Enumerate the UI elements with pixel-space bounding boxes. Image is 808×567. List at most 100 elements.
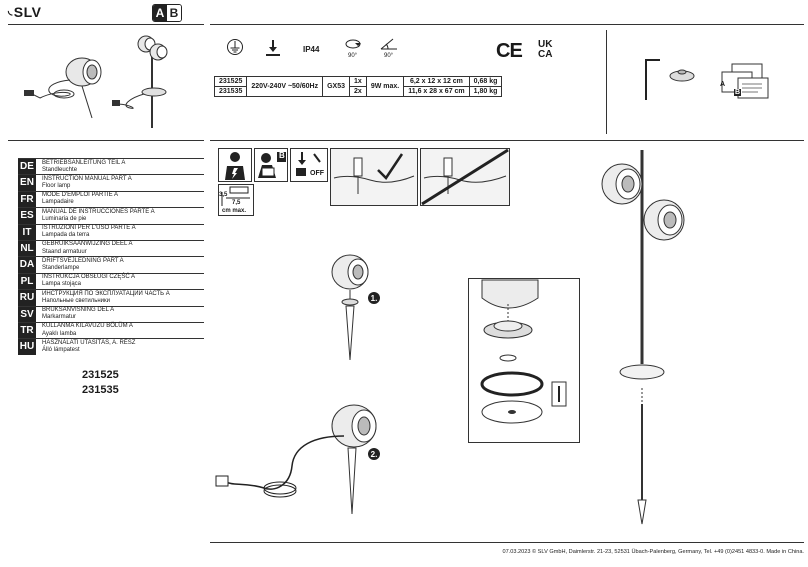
tilt-degree: 90° [384, 53, 394, 59]
depth-value: 3,5 [219, 192, 228, 198]
table-cell: GX53 [322, 76, 351, 97]
language-subtitle: Álló lámpatest [42, 347, 80, 353]
language-code: ES [18, 208, 36, 224]
depth-value-2: 7,5 [232, 200, 241, 206]
table-cell: 0,68 kg [468, 76, 503, 87]
language-code: SV [18, 306, 36, 322]
language-title: ИНСТРУКЦИЯ ПО ЭКСПЛУАТАЦИИ ЧАСТЬ A [42, 290, 170, 297]
language-title: BRUKSANVISNING DEL A [42, 307, 115, 314]
language-code: FR [18, 191, 36, 208]
table-cell: 1x [349, 76, 367, 87]
language-subtitle: Staand armatuur [42, 248, 87, 255]
rotation-icon [345, 39, 361, 49]
language-title: GEBRUIKSAANWIJZING DEEL A [42, 241, 133, 248]
power-off-icon [290, 148, 328, 182]
install-correct-illustration [330, 148, 418, 206]
table-cell: 11,6 x 28 x 67 cm [403, 86, 470, 97]
electrician-icon [218, 148, 252, 182]
step2-cable-illustration [215, 404, 377, 515]
language-title: ISTRUZIONI PER L'USO PARTE A [42, 225, 136, 232]
article-number: 231535 [82, 384, 119, 396]
depth-gauge-icon [218, 184, 254, 216]
badge-b: B [167, 5, 181, 21]
tilt-icon [380, 38, 397, 50]
depth-unit: cm max. [222, 208, 247, 214]
language-code: EN [18, 175, 36, 191]
language-title: MODE D'EMPLOI PARTIE A [42, 192, 118, 199]
language-subtitle: Standleuchte [42, 166, 78, 173]
table-cell: 231525 [213, 76, 248, 87]
docs-label-b: B [734, 89, 742, 96]
divider [210, 24, 804, 25]
language-subtitle: Standerlampe [42, 265, 80, 272]
language-subtitle: Lampa stojąca [42, 281, 82, 288]
exploded-view-illustration [468, 278, 580, 443]
read-manual-icon [254, 148, 288, 182]
table-cell: 220V-240V ~50/60Hz [246, 76, 324, 97]
ab-badge: A B [152, 4, 182, 22]
brand-logo: ◟SLV [8, 4, 42, 20]
rotation-degree: 90° [348, 53, 358, 59]
language-subtitle: Luminaria de pie [42, 215, 87, 222]
hook-icon [645, 59, 660, 100]
language-code: DE [18, 159, 36, 175]
documents-icon [721, 63, 769, 99]
divider [210, 542, 804, 543]
language-title: HASZNÁLATI UTASÍTÁS, A. RÉSZ [42, 339, 136, 346]
step1-number: 1. [368, 292, 380, 304]
table-row: 231525 220V-240V ~50/60Hz GX53 1x 9W max… [213, 76, 503, 97]
table-cell: 6,2 x 12 x 12 cm [403, 76, 470, 87]
language-title: BETRIEBSANLEITUNG TEIL A [42, 159, 126, 166]
divider [8, 24, 204, 25]
article-numbers: 231525 231535 [82, 368, 119, 398]
table-row: 231535 2x 11,6 x 28 x 67 cm 1,80 kg [213, 86, 503, 97]
language-code: DA [18, 257, 36, 273]
step2-number: 2. [368, 448, 380, 460]
earth-ground-icon [227, 39, 243, 55]
ukca-mark: UK CA [538, 39, 553, 60]
footer-text: 07.03.2023 © SLV GmbH, Daimlerstr. 21-23… [502, 549, 804, 555]
spec-table: 231525 220V-240V ~50/60Hz GX53 1x 9W max… [213, 76, 503, 97]
spike-cap-icon [669, 69, 695, 82]
table-cell: 2x [349, 86, 367, 97]
language-code: PL [18, 273, 36, 290]
language-title: DRIFTSVEJLEDNING PART A [42, 257, 124, 264]
language-subtitle: Markarmatur [42, 314, 77, 321]
language-title: KULLANMA KILAVUZU BÖLÜM A [42, 323, 133, 330]
article-number: 231525 [82, 369, 119, 381]
off-label: OFF [310, 170, 324, 177]
divider [8, 140, 204, 141]
ip-rating: IP44 [303, 45, 320, 54]
language-subtitle: Напольные светильники [42, 297, 111, 304]
language-subtitle: Lampadaire [42, 199, 74, 206]
docs-label-a: A [720, 81, 726, 88]
pole-lamp-illustration [601, 150, 685, 525]
language-subtitle: Lampada da terra [42, 232, 90, 239]
language-title: MANUAL DE INSTRUCCIONES PARTE A [42, 208, 155, 215]
table-cell: 1,80 kg [468, 86, 503, 97]
divider [210, 140, 804, 141]
table-cell: 9W max. [365, 76, 405, 97]
table-cell: 231535 [213, 86, 248, 97]
